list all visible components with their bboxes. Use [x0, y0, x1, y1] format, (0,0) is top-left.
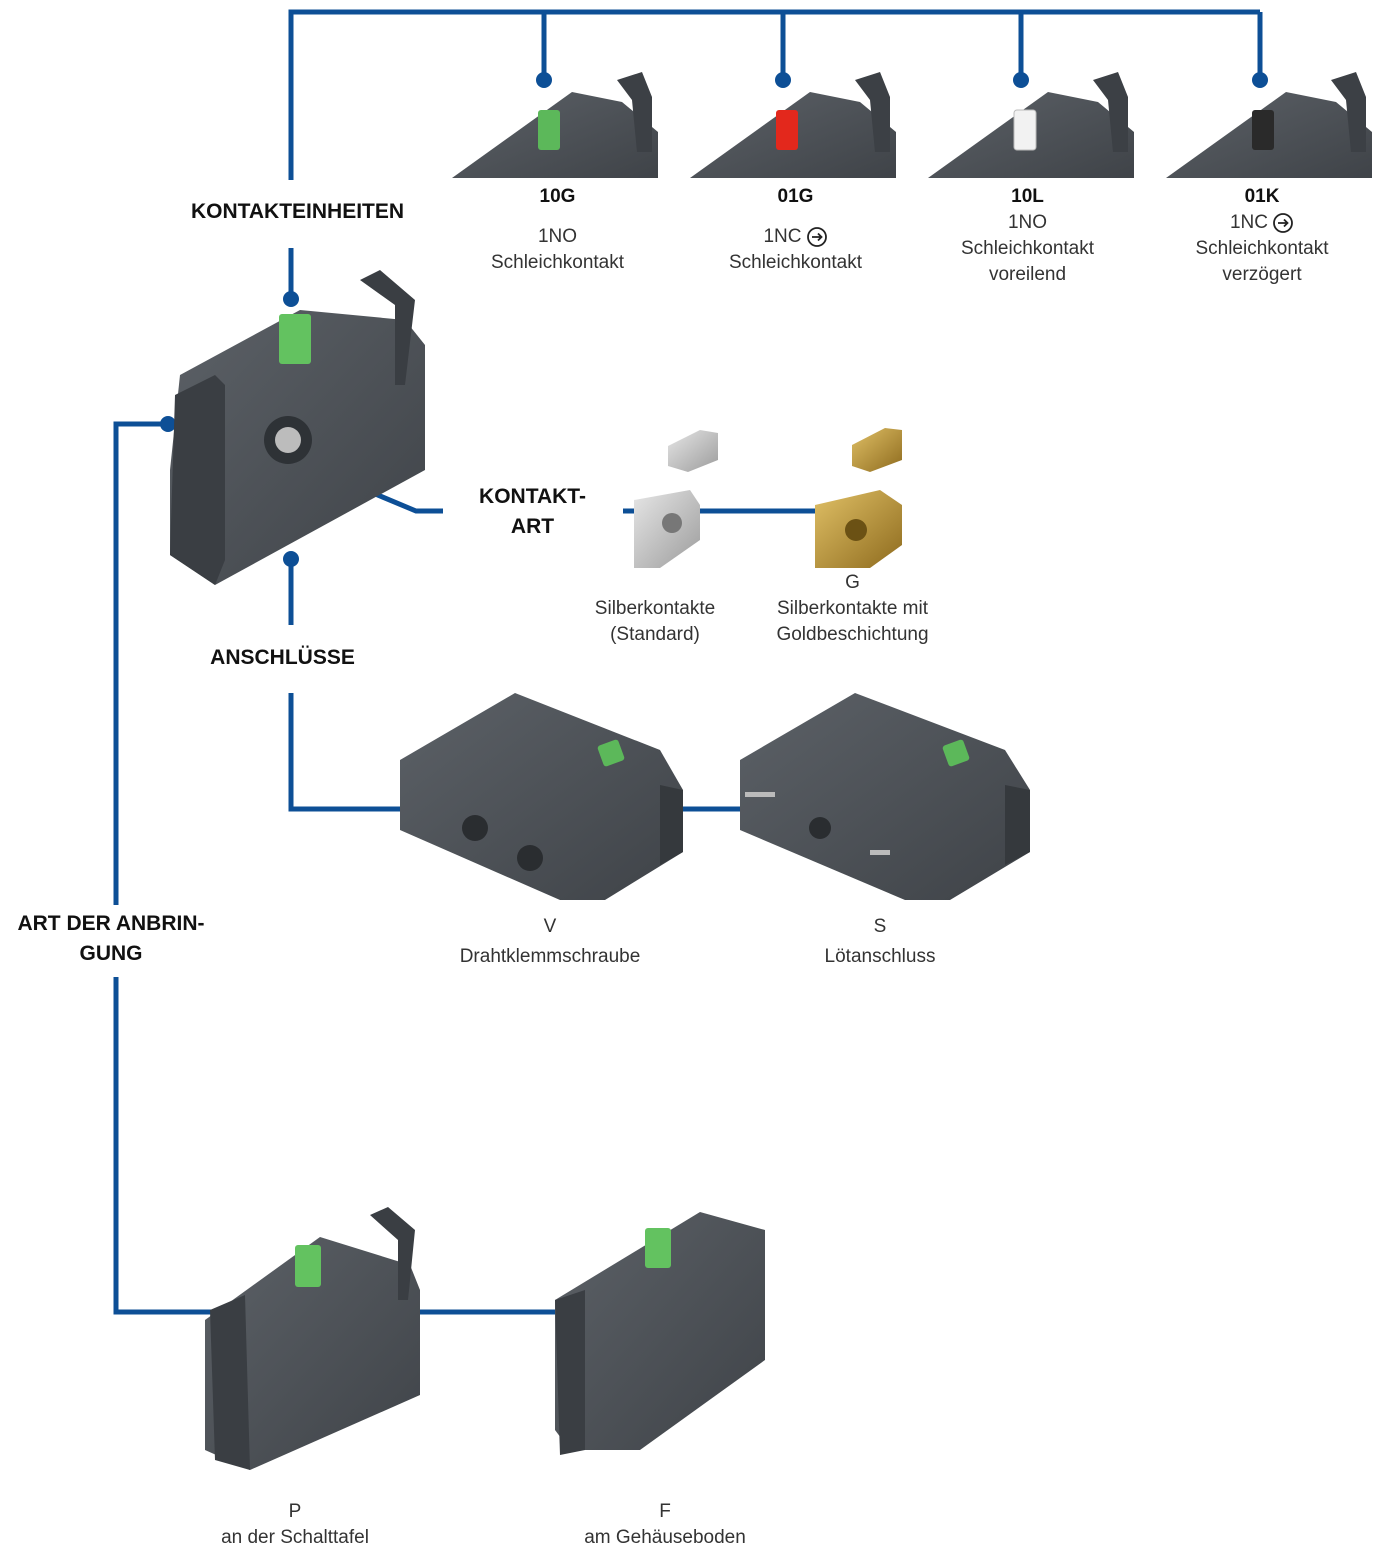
dot-01k [1252, 72, 1268, 88]
contact-unit-line: Schleichkontakt [450, 250, 665, 276]
mounting-p: P an der Schalttafel [180, 1499, 410, 1551]
contact-unit-line: 1NC [763, 226, 801, 247]
dot-10g [536, 72, 552, 88]
contact-unit-code: 01G [688, 184, 903, 210]
contact-type-silver: Silberkontakte (Standard) [560, 596, 750, 648]
contact-unit-line: voreilend [920, 262, 1135, 288]
connection-v: V Drahtklemmschraube [430, 914, 670, 970]
dot-01g [775, 72, 791, 88]
contact-type-code: G [745, 570, 960, 596]
delayed-arrow-icon [1272, 212, 1294, 234]
contact-type-line: Silberkontakte [560, 596, 750, 622]
mounting-label: an der Schalttafel [180, 1525, 410, 1551]
contact-unit-code: 10G [450, 184, 665, 210]
block-screw-terminal [400, 693, 683, 900]
thumb-10g [452, 72, 658, 178]
gold-contact-image [815, 428, 902, 568]
delayed-arrow-icon [806, 226, 828, 248]
contact-unit-01g: 01G 1NC Schleichkontakt [688, 184, 903, 276]
mounting-f: F am Gehäuseboden [550, 1499, 780, 1551]
connection-code: S [770, 914, 990, 940]
dot-anschluesse [283, 551, 299, 567]
header-anbringung: ART DER ANBRIN- GUNG [0, 909, 222, 969]
block-solder-terminal [740, 693, 1030, 900]
block-base-mount [555, 1212, 765, 1455]
mounting-code: F [550, 1499, 780, 1525]
contact-unit-code: 10L [920, 184, 1135, 210]
connection-label: Lötanschluss [770, 944, 990, 970]
mounting-label: am Gehäuseboden [550, 1525, 780, 1551]
contact-unit-line: Schleichkontakt [688, 250, 903, 276]
header-kontaktart-line2: ART [450, 512, 615, 542]
contact-type-gold: G Silberkontakte mit Goldbeschichtung [745, 570, 960, 648]
contact-unit-line: Schleichkontakt [1152, 236, 1372, 262]
mounting-code: P [180, 1499, 410, 1525]
connection-s: S Lötanschluss [770, 914, 990, 970]
contact-unit-line: 1NO [920, 210, 1135, 236]
contact-unit-line: Schleichkontakt [920, 236, 1135, 262]
contact-type-line: Goldbeschichtung [745, 622, 960, 648]
contact-unit-code: 01K [1152, 184, 1372, 210]
connection-label: Drahtklemmschraube [430, 944, 670, 970]
header-kontakteinheiten: KONTAKTEINHEITEN [170, 197, 425, 227]
block-panel-mount [205, 1207, 420, 1470]
silver-contact-image [634, 430, 718, 568]
contact-unit-line: 1NO [450, 224, 665, 250]
header-anbringung-line2: GUNG [0, 939, 222, 969]
contact-unit-line: verzögert [1152, 262, 1372, 288]
thumb-10l [928, 72, 1134, 178]
header-kontaktart-line1: KONTAKT- [450, 482, 615, 512]
dot-kontakteinheiten [283, 291, 299, 307]
header-kontaktart: KONTAKT- ART [450, 482, 615, 542]
thumb-01g [690, 72, 896, 178]
line-anbringung-top [116, 424, 168, 905]
contact-unit-10g: 10G 1NO Schleichkontakt [450, 184, 665, 276]
contact-unit-line: 1NC [1230, 212, 1268, 233]
dot-anbringung [160, 416, 176, 432]
contact-unit-10l: 10L 1NO Schleichkontakt voreilend [920, 184, 1135, 288]
connection-code: V [430, 914, 670, 940]
header-anschluesse: ANSCHLÜSSE [190, 643, 375, 673]
main-contact-block [170, 270, 425, 585]
thumb-01k [1166, 72, 1372, 178]
contact-type-line: Silberkontakte mit [745, 596, 960, 622]
dot-10l [1013, 72, 1029, 88]
contact-unit-01k: 01K 1NC Schleichkontakt verzögert [1152, 184, 1372, 288]
contact-type-line: (Standard) [560, 622, 750, 648]
header-anbringung-line1: ART DER ANBRIN- [0, 909, 222, 939]
